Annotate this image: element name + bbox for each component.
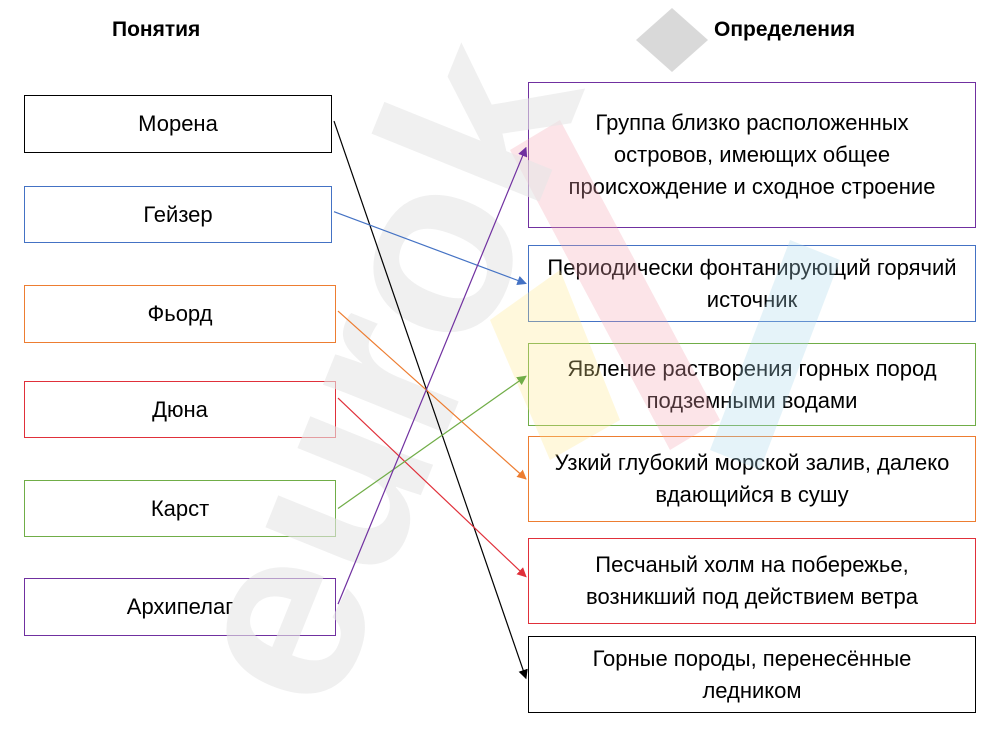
terms-heading: Понятия [112, 18, 201, 41]
definitions-heading: Определения [714, 18, 856, 41]
term-box-dune: Дюна [24, 381, 336, 438]
definition-box-fjord: Узкий глубокий морской залив, далеко вда… [528, 436, 976, 522]
term-label: Гейзер [143, 201, 213, 227]
definition-text: Песчаный холм на побережье, возникший по… [586, 552, 918, 609]
term-label: Дюна [152, 396, 208, 422]
definition-box-archipelago: Группа близко расположенных островов, им… [528, 82, 976, 228]
term-box-morena: Морена [24, 95, 332, 153]
term-label: Фьорд [147, 301, 213, 326]
term-box-fjord: Фьорд [24, 285, 336, 343]
definition-text: Узкий глубокий морской залив, далеко вда… [554, 450, 950, 507]
definition-text: Явление растворения горных пород подземн… [567, 355, 937, 413]
definition-text: Периодически фонтанирующий горячий источ… [547, 254, 957, 312]
definition-box-dune: Песчаный холм на побережье, возникший по… [528, 538, 976, 624]
connector-arrow [337, 375, 527, 509]
definition-text: Группа близко расположенных островов, им… [568, 110, 936, 199]
definition-box-karst: Явление растворения горных пород подземн… [528, 343, 976, 426]
term-label: Морена [138, 111, 218, 136]
connector-arrow [333, 211, 527, 285]
term-label: Архипелаг [126, 594, 234, 619]
watermark-diamond [636, 8, 708, 72]
connector-arrow [337, 146, 528, 605]
term-box-karst: Карст [24, 480, 336, 537]
connector-arrow [333, 120, 528, 680]
term-label: Карст [150, 495, 210, 521]
term-box-geyser: Гейзер [24, 186, 332, 243]
connector-arrow [337, 310, 527, 480]
definition-box-moraine: Горные породы, перенесённые ледником [528, 636, 976, 713]
term-box-archipelago: Архипелаг [24, 578, 336, 636]
connector-arrow [337, 397, 527, 578]
definition-box-geyser: Периодически фонтанирующий горячий источ… [528, 245, 976, 322]
definition-text: Горные породы, перенесённые ледником [592, 645, 912, 703]
